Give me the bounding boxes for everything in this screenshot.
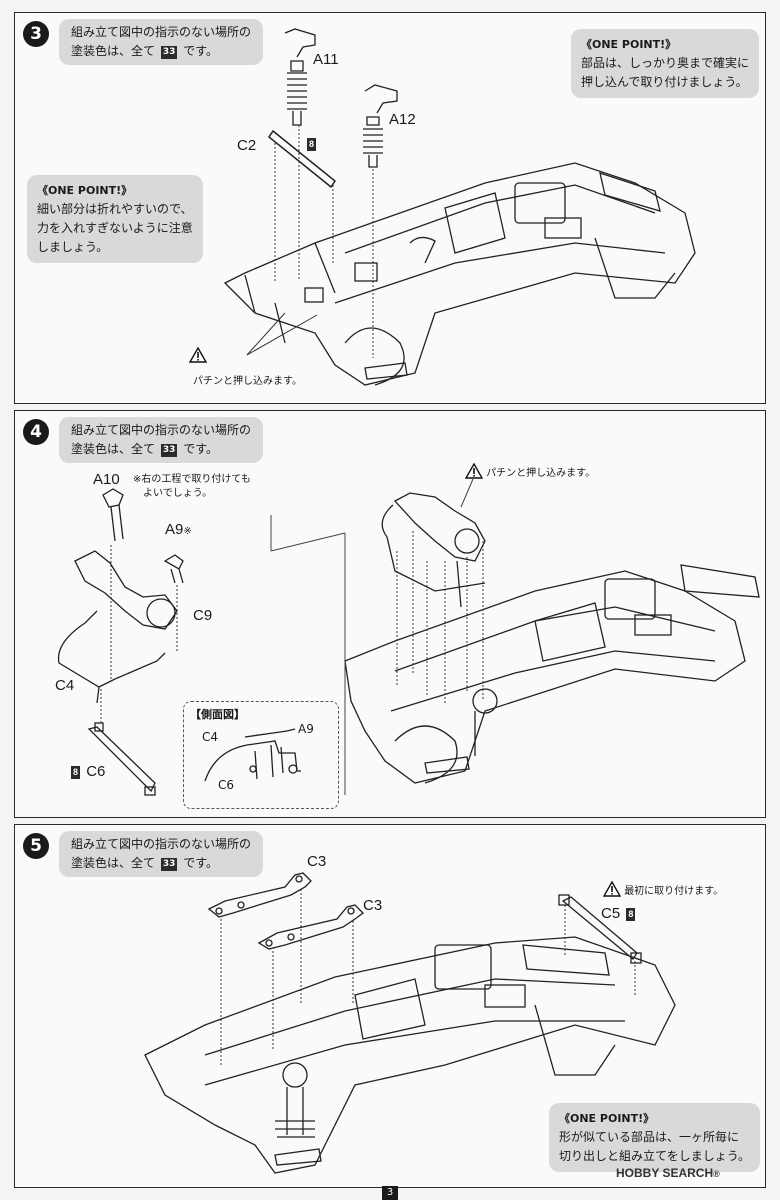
part-label-c3: C3 bbox=[363, 897, 383, 914]
step-3-panel: 3 組み立て図中の指示のない場所の 塗装色は、全て 33 です。 《ONE PO… bbox=[14, 12, 766, 404]
part-label-c3: C3 bbox=[307, 853, 327, 870]
warning-note bbox=[189, 347, 207, 365]
a10-note-line-1: ※右の工程で取り付けても bbox=[133, 474, 251, 485]
one-point-line: 細い部分は折れやすいので、 bbox=[37, 202, 193, 216]
instruction-line-2: 塗装色は、全て 33 です。 bbox=[71, 42, 251, 61]
part-label-a9-text: A9 bbox=[165, 521, 184, 538]
instruction-line-1: 組み立て図中の指示のない場所の bbox=[71, 423, 252, 437]
paint-code-badge: 33 bbox=[160, 858, 178, 871]
color-badge: 8 bbox=[305, 135, 318, 152]
warning-icon bbox=[189, 347, 207, 363]
part-label-a11: A11 bbox=[313, 51, 339, 68]
instruction-line-2: 塗装色は、全て 33 です。 bbox=[71, 854, 251, 873]
part-label-c5-text: C5 bbox=[601, 905, 621, 922]
step-4-assembly-drawing bbox=[57, 478, 760, 796]
instruction-suffix: です。 bbox=[183, 44, 219, 58]
paint-instruction: 組み立て図中の指示のない場所の 塗装色は、全て 33 です。 bbox=[59, 417, 264, 463]
paint-instruction: 組み立て図中の指示のない場所の 塗装色は、全て 33 です。 bbox=[59, 831, 264, 877]
one-point-line: 押し込んで取り付けましょう。 bbox=[581, 75, 748, 89]
step-5-assembly-drawing bbox=[144, 872, 676, 1174]
part-label-c6: 8 C6 bbox=[69, 763, 105, 780]
warning-text: パチンと押し込みます。 bbox=[486, 468, 596, 479]
part-label-a12: A12 bbox=[389, 111, 416, 128]
side-view-label-a9: A9 bbox=[298, 722, 314, 736]
part-label-c5: C5 8 bbox=[601, 905, 637, 922]
part-label-c6-text: C6 bbox=[86, 763, 106, 780]
color-code-badge: 8 bbox=[71, 766, 81, 779]
side-view-title: 【側面図】 bbox=[190, 708, 245, 721]
instruction-suffix: です。 bbox=[183, 442, 219, 456]
a10-note-line-2: よいでしょう。 bbox=[143, 488, 213, 499]
side-view-label-c4: C4 bbox=[202, 730, 219, 744]
one-point-line: 部品は、しっかり奥まで確実に bbox=[581, 56, 750, 70]
instruction-prefix: 塗装色は、全て bbox=[71, 856, 156, 870]
warning-note: 最初に取り付けます。 bbox=[603, 881, 723, 899]
one-point-line: 切り出しと組み立てをしましょう。 bbox=[559, 1149, 751, 1163]
step-4-panel: 4 組み立て図中の指示のない場所の 塗装色は、全て 33 です。 bbox=[14, 410, 766, 818]
one-point-line: 形が似ている部品は、一ヶ所毎に bbox=[559, 1130, 740, 1144]
watermark-logo: HOBBY SEARCH® bbox=[616, 1166, 720, 1180]
part-label-c2-text: C2 bbox=[237, 137, 257, 154]
instruction-prefix: 塗装色は、全て bbox=[71, 442, 156, 456]
part-label-a10: A10 bbox=[93, 471, 120, 488]
one-point-title: 《ONE POINT!》 bbox=[559, 1112, 655, 1125]
paint-instruction: 組み立て図中の指示のない場所の 塗装色は、全て 33 です。 bbox=[59, 19, 264, 65]
one-point-title: 《ONE POINT!》 bbox=[37, 184, 133, 197]
paint-code-badge: 33 bbox=[160, 444, 178, 457]
color-code-badge: 8 bbox=[626, 908, 636, 921]
instruction-line-2: 塗装色は、全て 33 です。 bbox=[71, 440, 251, 459]
one-point-box: 《ONE POINT!》 部品は、しっかり奥まで確実に 押し込んで取り付けましょ… bbox=[571, 29, 760, 98]
part-label-c9: C9 bbox=[193, 607, 213, 624]
part-label-c2: C2 bbox=[237, 137, 256, 154]
warning-icon bbox=[603, 881, 621, 897]
one-point-line: 力を入れすぎないように注意 bbox=[37, 221, 193, 235]
step-number: 4 bbox=[23, 419, 49, 445]
warning-icon bbox=[465, 463, 483, 479]
step-number: 5 bbox=[23, 833, 49, 859]
instruction-line-1: 組み立て図中の指示のない場所の bbox=[71, 837, 252, 851]
a9-mark: ※ bbox=[183, 526, 192, 537]
step-5-panel: 5 組み立て図中の指示のない場所の 塗装色は、全て 33 です。 bbox=[14, 824, 766, 1188]
one-point-title: 《ONE POINT!》 bbox=[581, 38, 677, 51]
warning-text: パチンと押し込みます。 bbox=[193, 376, 302, 387]
part-label-c4: C4 bbox=[55, 677, 75, 694]
watermark-text: HOBBY SEARCH bbox=[616, 1166, 714, 1180]
side-view-inset: 【側面図】 C4 A9 C6 bbox=[183, 701, 339, 809]
step-3-assembly-drawing bbox=[223, 28, 696, 386]
one-point-box: 《ONE POINT!》 形が似ている部品は、一ヶ所毎に 切り出しと組み立てをし… bbox=[549, 1103, 761, 1172]
instruction-line-1: 組み立て図中の指示のない場所の bbox=[71, 25, 252, 39]
paint-code-badge: 33 bbox=[160, 46, 178, 59]
one-point-line: しましょう。 bbox=[37, 240, 109, 254]
step-number: 3 bbox=[23, 21, 49, 47]
one-point-box: 《ONE POINT!》 細い部分は折れやすいので、 力を入れすぎないように注意… bbox=[27, 175, 203, 263]
color-code-badge: 8 bbox=[307, 138, 317, 151]
watermark-reg: ® bbox=[713, 1169, 720, 1179]
page-number: 3 bbox=[382, 1186, 398, 1200]
part-label-a9: A9※ bbox=[165, 521, 192, 538]
side-view-label-c6: C6 bbox=[218, 778, 235, 792]
warning-text: 最初に取り付けます。 bbox=[624, 886, 724, 897]
instruction-prefix: 塗装色は、全て bbox=[71, 44, 156, 58]
instruction-suffix: です。 bbox=[183, 856, 219, 870]
a10-note: ※右の工程で取り付けても よいでしょう。 bbox=[133, 473, 251, 501]
warning-note: パチンと押し込みます。 bbox=[465, 463, 595, 481]
